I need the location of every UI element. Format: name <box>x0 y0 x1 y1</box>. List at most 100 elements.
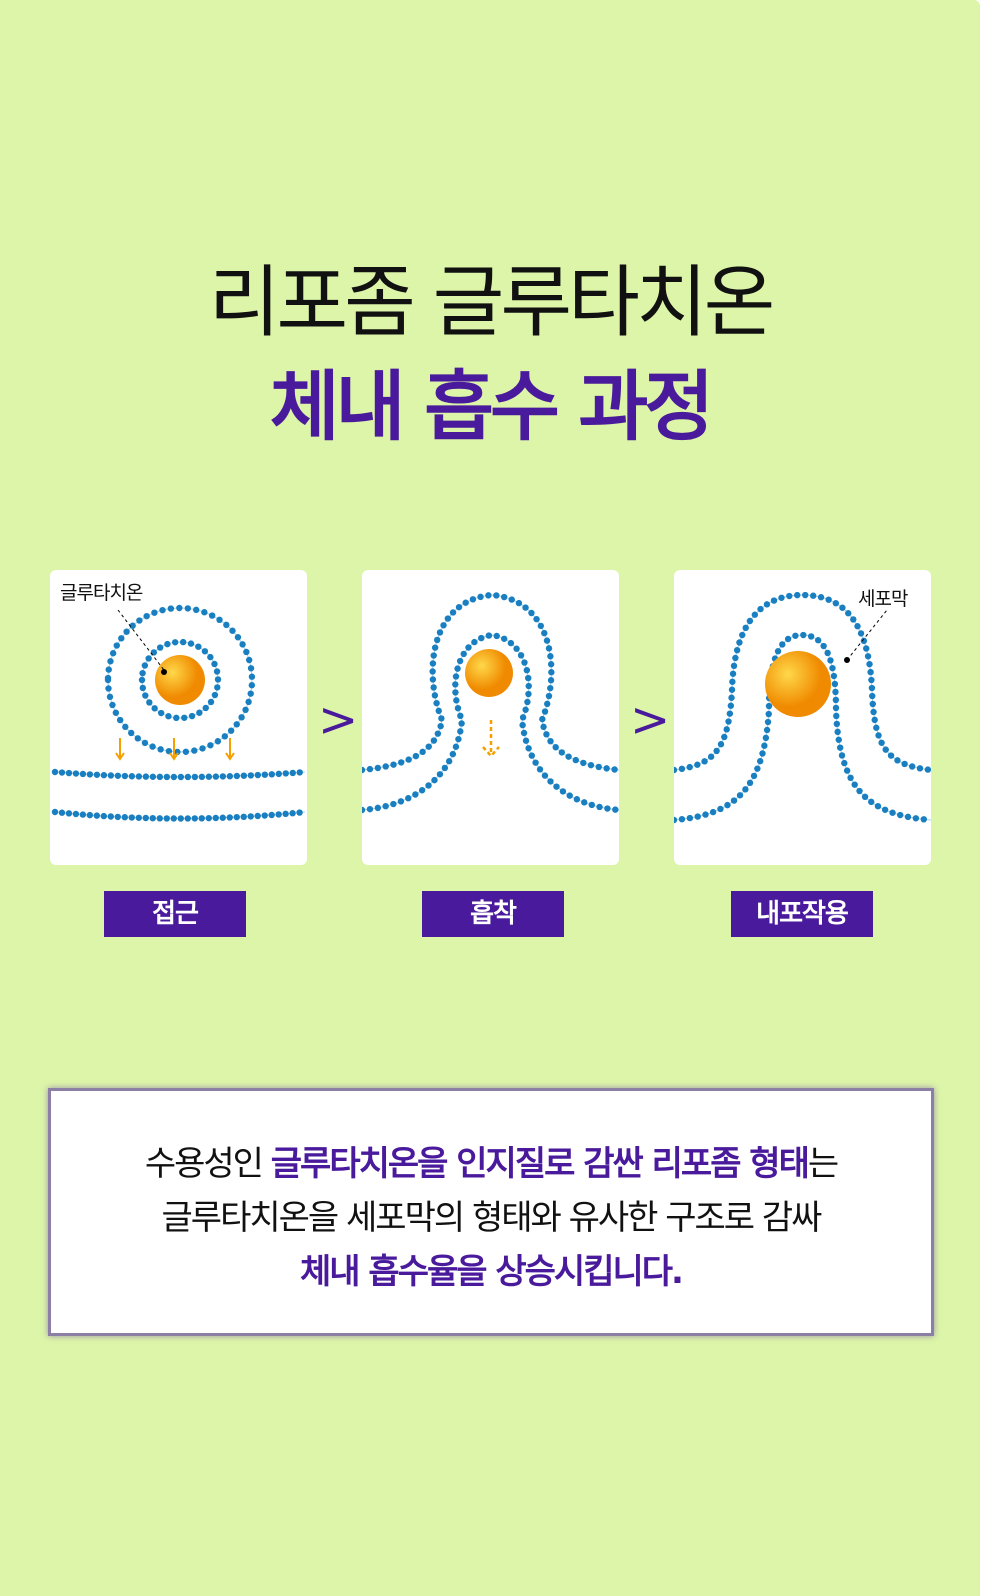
lipid-head <box>545 645 553 652</box>
lipid-head <box>596 803 603 811</box>
lipid-head <box>219 773 227 780</box>
lipid-head <box>726 710 734 717</box>
lipid-head <box>72 770 80 777</box>
lipid-head <box>868 684 876 692</box>
lipid-head <box>878 739 885 746</box>
lipid-head <box>548 669 555 676</box>
lipid-head <box>201 609 208 616</box>
lipid-head <box>242 706 249 714</box>
lipid-head <box>437 722 444 730</box>
lipid-head <box>724 801 731 809</box>
lipid-head <box>419 748 426 756</box>
glutathione-sphere <box>155 655 205 705</box>
lipid-head <box>382 763 389 770</box>
lipid-head <box>441 764 449 772</box>
lipid-head <box>701 758 708 765</box>
lipid-head <box>142 692 149 699</box>
lipid-head <box>520 729 528 737</box>
lipid-head <box>431 644 439 651</box>
lipid-head <box>754 765 761 772</box>
lipid-head <box>113 642 120 649</box>
lipid-head <box>261 812 268 819</box>
lipid-head <box>296 809 303 816</box>
lipid-head <box>184 773 192 781</box>
lipid-head <box>107 813 115 820</box>
lipid-head <box>179 638 187 646</box>
lipid-head <box>455 603 463 611</box>
lipid-head <box>686 814 694 822</box>
lipid-head <box>588 801 596 809</box>
lipid-head <box>825 596 832 603</box>
lipid-head <box>539 715 546 723</box>
lipid-head <box>565 753 572 760</box>
lipid-head <box>863 645 870 652</box>
lipid-head <box>240 772 248 779</box>
lipid-head <box>924 766 931 773</box>
lipid-head <box>116 716 124 724</box>
lipid-head <box>547 778 554 785</box>
lipid-head <box>418 787 426 794</box>
lipid-head <box>149 743 156 750</box>
lipid-head <box>540 723 547 731</box>
glutathione-annotation: 글루타치온 <box>60 582 143 604</box>
lipid-head <box>211 660 218 668</box>
lipid-head <box>143 612 150 620</box>
glutathione-sphere <box>765 651 831 717</box>
lipid-head <box>58 809 66 816</box>
lipid-head <box>51 768 59 776</box>
lipid-head <box>725 718 732 725</box>
lipid-head <box>856 787 863 795</box>
lipid-head <box>181 714 188 721</box>
lipid-head <box>525 682 532 690</box>
lipid-head <box>112 709 120 716</box>
lipid-head <box>547 677 555 684</box>
lipid-head <box>580 759 587 767</box>
lipid-head <box>86 771 94 778</box>
lipid-head <box>430 652 437 659</box>
lipid-head <box>454 704 462 712</box>
lipid-head <box>184 815 191 822</box>
lipid-head <box>908 763 916 770</box>
lipid-head <box>834 728 841 736</box>
lipid-head <box>247 813 254 820</box>
lipid-head <box>156 644 164 651</box>
lipid-head <box>547 684 554 692</box>
lipid-head <box>694 761 701 768</box>
lipid-head <box>182 748 190 755</box>
lipid-head <box>559 788 567 795</box>
glutathione-sphere <box>465 649 513 697</box>
lipid-head <box>471 638 478 646</box>
lipid-head <box>177 815 184 822</box>
lipid-head <box>469 596 477 603</box>
lipid-head <box>462 599 469 606</box>
lipid-head <box>374 764 382 772</box>
cell-membrane-annotation: 세포막 <box>858 588 908 610</box>
lipid-head <box>717 741 725 748</box>
lipid-head <box>444 615 452 622</box>
lipid-head <box>730 797 738 804</box>
lipid-head <box>191 747 198 754</box>
lipid-head <box>547 661 555 668</box>
desc-line2: 글루타치온을 세포막의 형태와 유사한 구조로 감싸 <box>161 1198 823 1238</box>
lipid-head <box>875 732 882 739</box>
lipid-head <box>282 810 289 818</box>
lipid-head <box>191 773 199 781</box>
lipid-head <box>362 806 366 814</box>
lipid-head <box>366 765 374 773</box>
lipid-head <box>517 652 525 659</box>
lipid-head <box>397 798 405 805</box>
lipid-head <box>465 644 472 651</box>
lipid-head <box>289 810 296 817</box>
lipid-head <box>114 772 122 779</box>
lipid-head <box>873 724 880 731</box>
lipid-head <box>214 676 222 683</box>
lipid-head <box>866 660 873 668</box>
lipid-head <box>831 680 839 688</box>
lipid-head <box>245 656 253 664</box>
lipid-head <box>141 739 149 747</box>
lipid-head <box>208 612 216 619</box>
lipid-head <box>814 637 822 644</box>
lipid-head <box>762 734 770 742</box>
lipid-head <box>678 765 686 773</box>
lipid-head <box>779 641 786 648</box>
